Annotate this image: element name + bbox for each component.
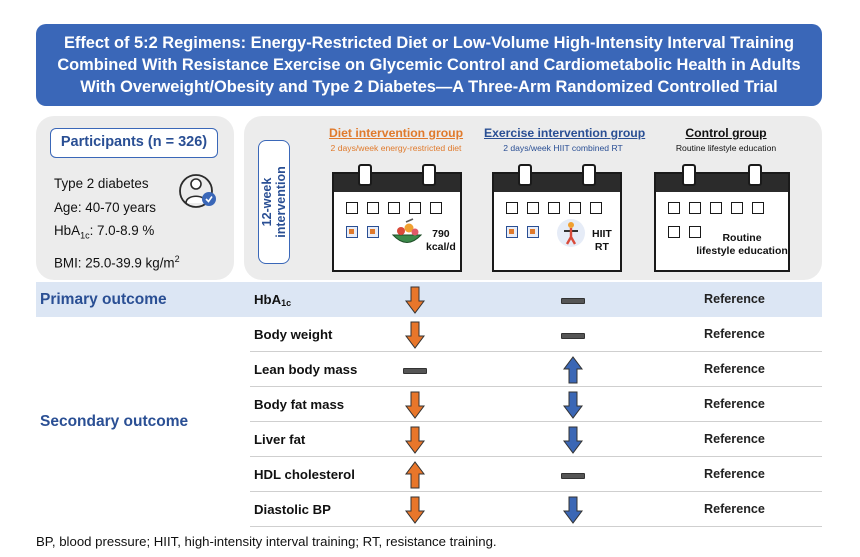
exercise-effect-down-icon: [563, 391, 583, 419]
control-education-label: lifestyle education: [696, 245, 788, 257]
control-reference-label: Reference: [704, 432, 765, 446]
food-icon: [391, 218, 423, 243]
outcome-name: Body weight: [254, 327, 333, 342]
exercise-calendar-icon: HIIT RT: [492, 164, 622, 272]
title-line-2: Combined With Resistance Exercise on Gly…: [57, 56, 801, 74]
title-banner: Effect of 5:2 Regimens: Energy-Restricte…: [36, 24, 822, 106]
exercise-rt-label: RT: [594, 241, 609, 253]
exercise-effect-down-icon: [563, 496, 583, 524]
diet-group-header: Diet intervention group 2 days/week ener…: [326, 126, 466, 153]
secondary-outcome-row: Lean body mass Reference: [36, 352, 822, 387]
control-calendar-icon: Routine lifestyle education: [654, 164, 790, 272]
outcome-name: Diastolic BP: [254, 502, 331, 517]
control-routine-label: Routine: [722, 232, 762, 244]
duration-line-1: 12-week: [260, 177, 274, 227]
patient-icon: [179, 174, 216, 208]
control-reference-label: Reference: [704, 292, 765, 306]
control-group-title: Control group: [685, 126, 767, 140]
duration-tag: 12-week intervention: [258, 140, 290, 264]
exercise-icon: [557, 219, 585, 247]
control-group-subtitle: Routine lifestyle education: [675, 143, 777, 153]
hba1c-criterion: HbA1c: 7.0-8.9 %: [54, 223, 155, 241]
control-reference-label: Reference: [704, 397, 765, 411]
exercise-group-title: Exercise intervention group: [484, 126, 646, 140]
control-reference-label: Reference: [704, 467, 765, 481]
secondary-outcome-row: HDL cholesterol Reference: [36, 457, 822, 492]
outcome-name: Liver fat: [254, 432, 306, 447]
row-divider: [250, 421, 822, 422]
exercise-effect-flat-icon: [561, 333, 585, 339]
control-reference-label: Reference: [704, 502, 765, 516]
exercise-hiit-label: HIIT: [592, 228, 612, 240]
row-divider: [250, 491, 822, 492]
control-group-header: Control group Routine lifestyle educatio…: [656, 126, 796, 153]
diet-effect-up-icon: [405, 461, 425, 489]
row-divider: [250, 351, 822, 352]
exercise-effect-down-icon: [563, 426, 583, 454]
diet-effect-down-icon: [405, 426, 425, 454]
exercise-group-header: Exercise intervention group 2 days/week …: [484, 126, 646, 153]
title-line-1: Effect of 5:2 Regimens: Energy-Restricte…: [63, 34, 795, 52]
diet-group-subtitle: 2 days/week energy-restricted diet: [330, 143, 462, 153]
row-divider: [250, 526, 822, 527]
participants-heading: Participants (n = 326): [50, 128, 218, 158]
row-divider: [250, 456, 822, 457]
age-text: Age: 40-70 years: [54, 199, 156, 215]
outcome-name: Lean body mass: [254, 362, 358, 377]
diet-energy-unit: kcal/d: [426, 241, 456, 253]
title-line-3: With Overweight/Obesity and Type 2 Diabe…: [80, 78, 778, 96]
footnote: BP, blood pressure; HIIT, high-intensity…: [36, 534, 497, 549]
exercise-effect-flat-icon: [561, 473, 585, 479]
primary-outcome-label: Primary outcome: [40, 291, 167, 308]
diet-calendar-icon: 790 kcal/d: [332, 164, 462, 272]
diet-effect-flat-icon: [403, 368, 427, 374]
primary-outcome-row: HbA1c Reference: [36, 282, 822, 317]
control-reference-label: Reference: [704, 362, 765, 376]
participants-panel: Participants (n = 326) Type 2 diabetes A…: [36, 116, 234, 280]
outcome-name: HDL cholesterol: [254, 467, 355, 482]
exercise-effect-up-icon: [563, 356, 583, 384]
participant-criteria: Type 2 diabetes Age: 40-70 years HbA1c: …: [54, 172, 180, 275]
secondary-outcome-label: Secondary outcome: [40, 413, 189, 430]
diet-effect-down-icon: [405, 321, 425, 349]
control-reference-label: Reference: [704, 327, 765, 341]
condition-text: Type 2 diabetes: [54, 176, 149, 191]
diet-energy-value: 790: [432, 228, 450, 240]
duration-line-2: intervention: [274, 166, 288, 238]
exercise-group-subtitle: 2 days/week HIIT combined RT: [503, 143, 623, 153]
bmi-criterion: BMI: 25.0-39.9 kg/m2: [54, 254, 180, 271]
outcome-name: Body fat mass: [254, 397, 345, 412]
diet-effect-down-icon: [405, 391, 425, 419]
outcome-name: HbA1c: [254, 292, 292, 308]
exercise-effect-flat-icon: [561, 298, 585, 304]
diet-effect-down-icon: [405, 286, 425, 314]
row-divider: [250, 386, 822, 387]
diet-effect-down-icon: [405, 496, 425, 524]
intervention-panel: 12-week intervention Diet intervention g…: [244, 116, 822, 280]
secondary-outcome-row: Diastolic BP Reference: [36, 492, 822, 527]
diet-group-title: Diet intervention group: [328, 126, 464, 140]
secondary-outcome-row: Liver fat Reference: [36, 422, 822, 457]
secondary-outcome-row: Body fat mass Reference: [36, 387, 822, 422]
secondary-outcome-row: Body weight Reference: [36, 317, 822, 352]
